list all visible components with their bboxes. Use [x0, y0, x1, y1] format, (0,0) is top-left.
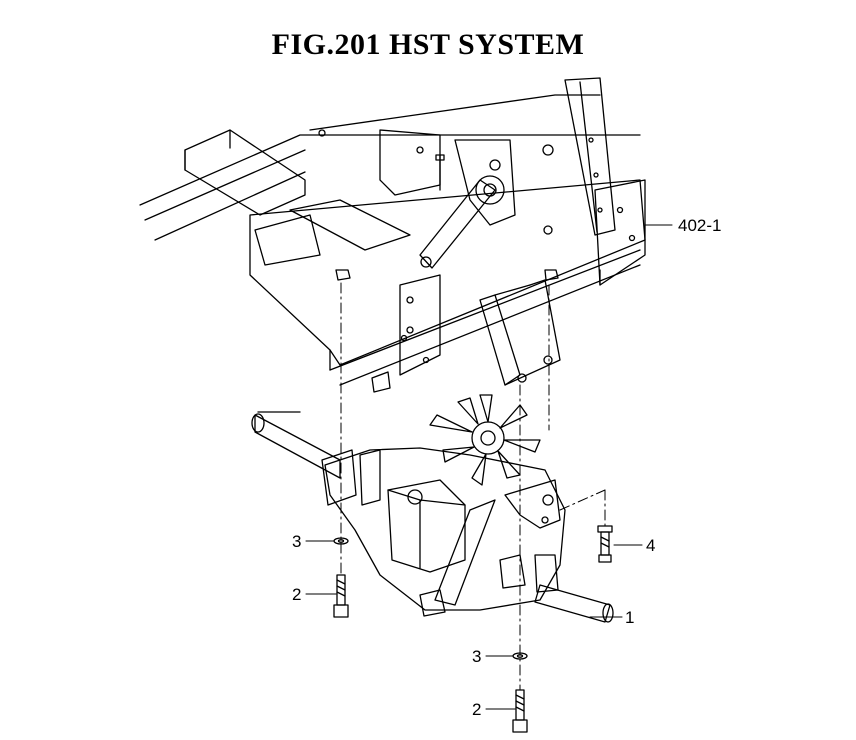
callout-bolt-upper: 2	[292, 585, 301, 604]
bolt-upper	[333, 574, 349, 618]
callout-bolt-right: 4	[646, 536, 655, 555]
bolt-right	[597, 525, 613, 563]
hst-transaxle	[251, 394, 614, 623]
figure-title: FIG.201 HST SYSTEM	[271, 28, 585, 61]
callout-washer-upper: 3	[292, 532, 301, 551]
assembly-centerlines	[340, 282, 606, 691]
callout-402-1: 402-1	[678, 216, 721, 235]
callout-bolt-lower: 2	[472, 700, 481, 719]
callout-washer-lower: 3	[472, 647, 481, 666]
bolt-lower	[512, 689, 528, 733]
frame-assembly	[139, 77, 646, 393]
leader-lines	[305, 224, 673, 710]
callout-transaxle: 1	[625, 608, 634, 627]
